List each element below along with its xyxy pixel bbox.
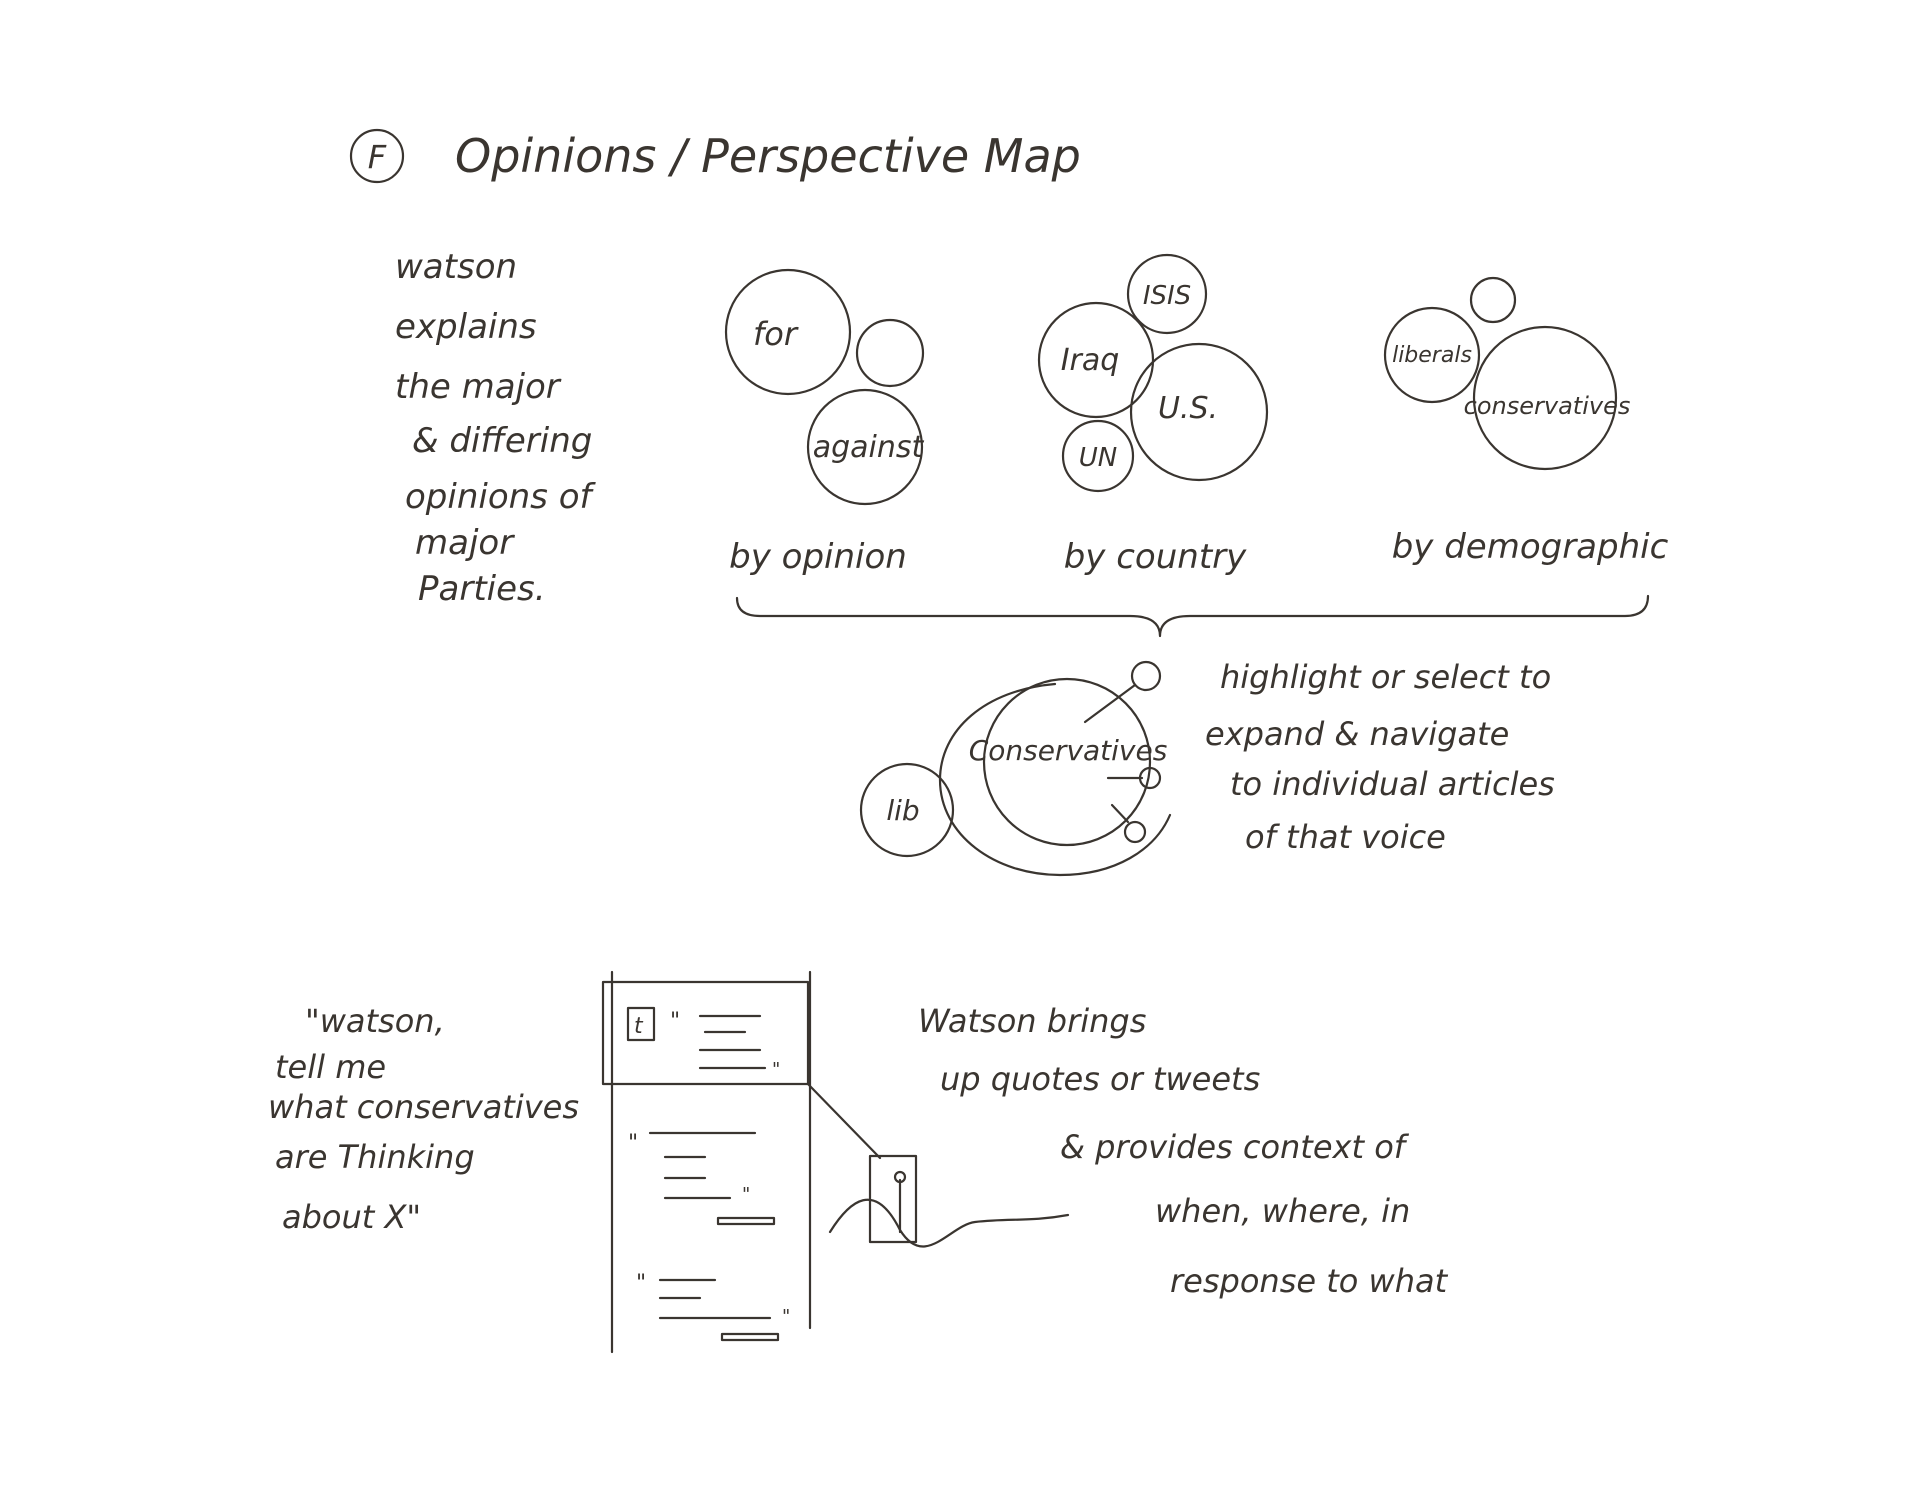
- bubble-lib[interactable]: [859, 762, 955, 858]
- bubble-label: ISIS: [1143, 281, 1191, 311]
- article-node[interactable]: [1138, 766, 1162, 790]
- query-line: about X": [282, 1198, 421, 1236]
- marker-pin-head: [893, 1170, 907, 1184]
- intro-line: & differing: [412, 421, 592, 461]
- twitter-icon: [626, 1006, 656, 1042]
- intro-line: the major: [395, 367, 562, 407]
- context-line: when, where, in: [1155, 1192, 1410, 1230]
- context-line: & provides context of: [1060, 1128, 1410, 1166]
- intro-line: explains: [395, 307, 537, 347]
- link-bar[interactable]: [716, 1216, 776, 1226]
- bubble-label: lib: [886, 794, 919, 827]
- circled-letter-icon: [349, 128, 405, 184]
- detail-line: highlight or select to: [1220, 658, 1551, 696]
- query-line: "watson,: [305, 1002, 445, 1040]
- detail-line: to individual articles: [1230, 765, 1555, 803]
- query-line: are Thinking: [275, 1138, 475, 1176]
- context-note: Watson brings up quotes or tweets & prov…: [918, 1002, 1449, 1300]
- bubble-label: against: [813, 430, 925, 465]
- article-link-line: [1110, 803, 1130, 824]
- grouping-brace: [735, 594, 1650, 638]
- intro-line: watson: [395, 247, 517, 287]
- bubble-un[interactable]: [1061, 419, 1135, 493]
- quote-mark-icon: ": [670, 1009, 680, 1034]
- bubble-conservatives-expanded[interactable]: [982, 677, 1152, 847]
- feed-wireframe: t " " " " " ": [601, 970, 812, 1354]
- context-timeline: [806, 1082, 1070, 1248]
- highlighted-tweet-card[interactable]: [601, 980, 810, 1086]
- bubble-group-demographic: liberals conservatives by demographic: [1383, 276, 1669, 567]
- article-link-line: [1083, 683, 1137, 724]
- article-node[interactable]: [1130, 660, 1162, 692]
- zoom-line: [806, 1082, 882, 1160]
- bubble-group-country: ISIS Iraq U.S. UN by country: [1037, 253, 1269, 577]
- bubble-label: conservatives: [1464, 392, 1631, 420]
- group-caption: by opinion: [729, 537, 907, 577]
- context-line: Watson brings: [918, 1002, 1146, 1040]
- bubble-iraq[interactable]: [1037, 301, 1155, 419]
- bubble-us[interactable]: [1129, 342, 1269, 482]
- bubble-label: Conservatives: [969, 734, 1168, 767]
- bubble-liberals[interactable]: [1383, 306, 1481, 404]
- bubble-empty[interactable]: [855, 318, 925, 388]
- quote-mark-icon: ": [772, 1059, 780, 1080]
- quote-mark-icon: ": [636, 1271, 646, 1296]
- detail-line: expand & navigate: [1205, 715, 1509, 753]
- bubble-against[interactable]: [806, 388, 924, 506]
- title-row: F Opinions / Perspective Map: [349, 128, 1081, 184]
- query-note: "watson, tell me what conservatives are …: [268, 1002, 579, 1236]
- bubble-isis[interactable]: [1126, 253, 1208, 335]
- query-line: tell me: [275, 1048, 386, 1086]
- selection-ring: [938, 682, 1172, 877]
- twitter-glyph: t: [634, 1014, 644, 1039]
- quote-mark-icon: ": [782, 1306, 790, 1327]
- bubble-label: for: [753, 315, 799, 353]
- timeline-wave: [828, 1198, 1070, 1248]
- article-node[interactable]: [1123, 820, 1147, 844]
- detail-line: of that voice: [1245, 818, 1446, 856]
- link-bar[interactable]: [720, 1332, 780, 1342]
- context-line: response to what: [1170, 1262, 1449, 1300]
- intro-line: opinions of: [405, 477, 596, 517]
- query-line: what conservatives: [268, 1088, 579, 1126]
- bubble-label: UN: [1079, 443, 1117, 473]
- detail-view: Conservatives lib: [859, 660, 1172, 877]
- bubble-label: U.S.: [1158, 391, 1218, 426]
- group-caption: by demographic: [1392, 527, 1669, 567]
- intro-line: major: [415, 523, 515, 563]
- quote-mark-icon: ": [628, 1131, 638, 1156]
- title-badge: F: [368, 138, 387, 176]
- bubble-label: liberals: [1392, 343, 1472, 368]
- intro-note: watson explains the major & differing op…: [395, 247, 596, 609]
- intro-line: Parties.: [418, 569, 546, 609]
- context-card[interactable]: [868, 1154, 918, 1244]
- bubble-conservatives[interactable]: [1472, 325, 1618, 471]
- quote-mark-icon: ": [742, 1184, 750, 1205]
- context-line: up quotes or tweets: [940, 1060, 1260, 1098]
- bubble-empty[interactable]: [1469, 276, 1517, 324]
- group-caption: by country: [1064, 537, 1247, 577]
- bubble-label: Iraq: [1061, 343, 1120, 378]
- page-title: Opinions / Perspective Map: [455, 129, 1081, 183]
- bubble-for[interactable]: [724, 268, 852, 396]
- bubble-group-opinion: for against by opinion: [724, 268, 925, 577]
- detail-note: highlight or select to expand & navigate…: [1205, 658, 1555, 856]
